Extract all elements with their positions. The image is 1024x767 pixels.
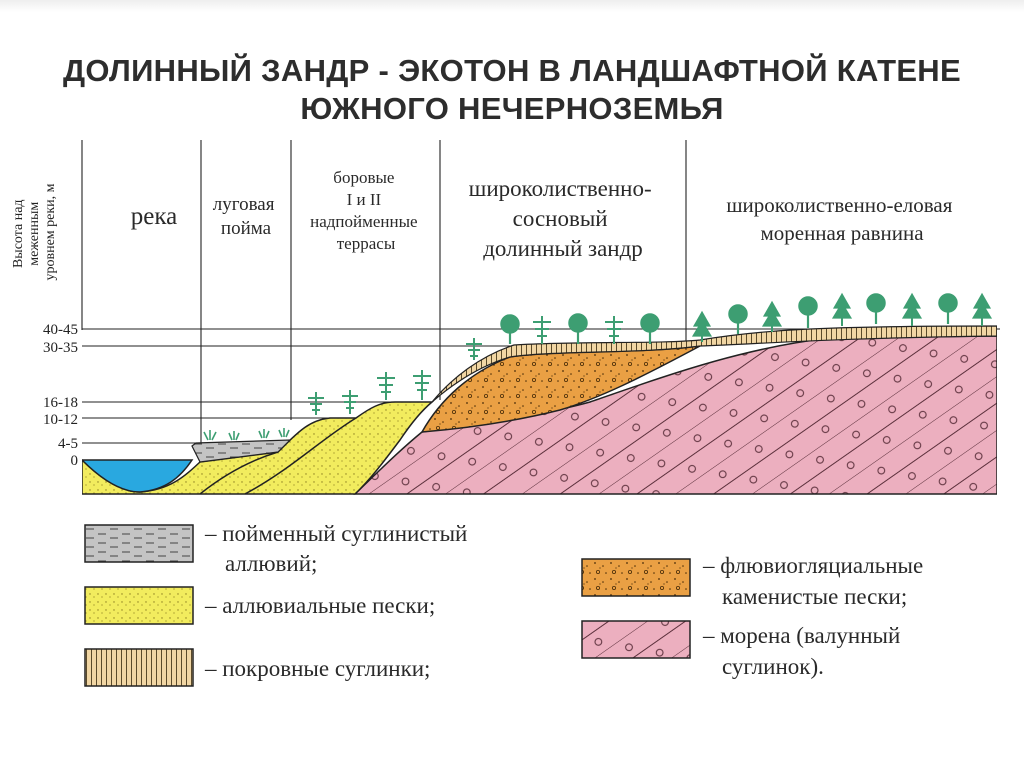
legend-item-alluvium-loam: – пойменный суглинистый аллювий; [84,521,473,576]
height-ticks: 40-45 30-35 16-18 10-12 4-5 0 [43,322,78,469]
svg-text:– флювиогляциальные: – флювиогляциальные каменистые пески; [702,553,929,609]
tick-10-12: 10-12 [43,412,78,428]
deciduous-tree-icon [500,293,958,344]
legend-swatch-moraine [581,620,691,659]
zone-label-moraine-plain: широколиственно-еловая моренная равнина [726,193,957,245]
title-line-1: ДОЛИННЫЙ ЗАНДР - ЭКОТОН В ЛАНДШАФТНОЙ КА… [63,53,961,88]
cover-loam-layer [431,325,997,403]
grass-tuft-icon [203,428,290,441]
tick-30-35: 30-35 [43,340,78,356]
legend-item-cover-loam: – покровные суглинки; [84,648,430,687]
pine-tree-icon [308,316,623,415]
legend-swatch-alluvial-sand [84,586,194,625]
geology-profile [82,325,997,495]
title-line-2: ЮЖНОГО НЕЧЕРНОЗЕМЬЯ [300,91,724,126]
tick-16-18: 16-18 [43,395,78,411]
page-title: ДОЛИННЫЙ ЗАНДР - ЭКОТОН В ЛАНДШАФТНОЙ КА… [0,52,1024,128]
legend-item-fluvioglacial: – флювиогляциальные каменистые пески; [581,553,929,609]
svg-text:– морена (валунный с: – морена (валунный суглинок). [702,623,906,679]
zone-label-river: река [131,203,177,230]
zone-dividers [81,140,687,448]
tick-0: 0 [71,453,79,469]
legend-swatch-cover-loam [84,648,194,687]
conifer-tree-icon [691,292,993,342]
zone-label-terraces: боровые I и II надпойменные террасы [310,168,422,253]
zone-label-floodplain: луговая пойма [213,194,279,239]
legend: – пойменный суглинистый аллювий; – аллюв… [84,521,929,687]
legend-item-alluvial-sand: – аллювиальные пески; [84,586,435,625]
svg-text:– пойменный суглинистый: – пойменный суглинистый аллювий; [204,521,473,576]
zone-label-zandr: широколиственно- сосновый долинный зандр [469,176,658,261]
tick-40-45: 40-45 [43,322,78,338]
river-water [82,459,194,493]
vegetation [203,292,993,441]
legend-item-moraine: – морена (валунный суглинок). [581,620,906,679]
axis-title: Высота над меженным уровнем реки, м [11,183,58,280]
tick-4-5: 4-5 [58,436,78,452]
legend-swatch-fluvioglacial [581,558,691,597]
svg-text:– аллювиальные пески;: – аллювиальные пески; [204,593,435,618]
svg-text:– покровные суглинки;: – покровные суглинки; [204,656,430,681]
legend-swatch-alluvium-loam [84,524,194,563]
floodplain-alluvium-layer [191,439,292,463]
